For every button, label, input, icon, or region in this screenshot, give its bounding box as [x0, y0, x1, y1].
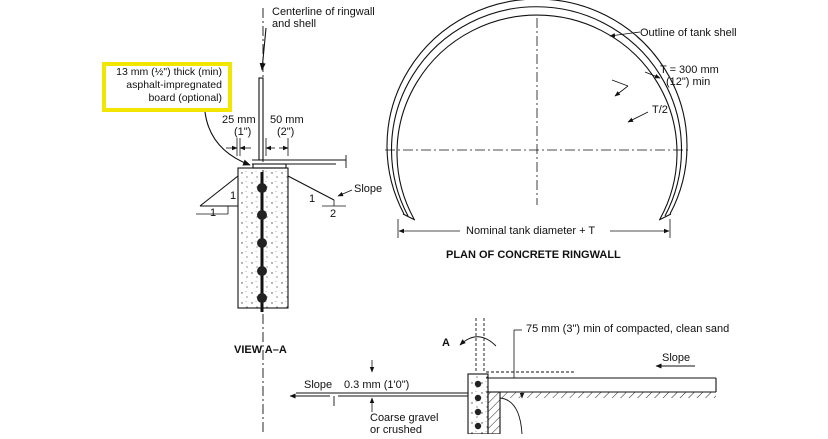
thickness-label-line2: (12") min	[666, 76, 711, 88]
gravel-label-line2: or crushed	[370, 424, 422, 436]
asphalt-board-callout: 13 mm (½") thick (min) asphalt-impregnat…	[102, 62, 232, 112]
rebar-section	[474, 408, 482, 416]
ringwall-plan	[385, 0, 690, 238]
rebar-section	[474, 422, 482, 430]
rebar-section	[257, 266, 267, 276]
slope-label-right: Slope	[662, 352, 691, 364]
callout-line1: 13 mm (½") thick (min)	[116, 66, 222, 78]
centerline-label-line1: Centerline of ringwall	[272, 6, 375, 18]
half-thickness-label: T/2	[652, 104, 668, 116]
right-slope-run: 2	[330, 208, 337, 220]
view-aa-title: VIEW A–A	[234, 344, 287, 356]
dim-right-in: (2")	[277, 126, 295, 138]
section-rebar	[474, 380, 482, 430]
left-slope-run: 1	[210, 207, 217, 219]
callout-line2: asphalt-impregnated	[126, 79, 222, 91]
rebar-section	[474, 380, 482, 388]
outline-of-tank-shell-label: Outline of tank shell	[640, 27, 737, 39]
section-mark-a: A	[442, 337, 450, 349]
gravel-label-line1: Coarse gravel	[370, 412, 439, 424]
rebar-section	[474, 394, 482, 402]
thickness-label-line1: T = 300 mm	[660, 64, 719, 76]
slope-label-left: Slope	[304, 379, 333, 391]
slope-label-view-aa: Slope	[354, 183, 383, 195]
ringwall-section	[289, 318, 717, 435]
dim-right-mm: 50 mm	[270, 114, 304, 126]
depth-label: 0.3 mm (1'0")	[344, 379, 410, 391]
rebar-section	[257, 238, 267, 248]
rebar-section	[257, 210, 267, 220]
left-slope-rise: 1	[230, 190, 237, 202]
dim-left-in: (1")	[234, 126, 252, 138]
rebar-section	[257, 293, 267, 303]
right-slope-rise: 1	[309, 193, 316, 205]
sand-note: 75 mm (3") min of compacted, clean sand	[526, 323, 730, 335]
centerline-label-line2: and shell	[272, 18, 317, 30]
rebar-sections	[257, 183, 267, 303]
diameter-label: Nominal tank diameter + T	[466, 225, 596, 237]
plan-title: PLAN OF CONCRETE RINGWALL	[446, 249, 621, 261]
rebar-section	[257, 183, 267, 193]
callout-line3: board (optional)	[148, 92, 222, 104]
dim-left-mm: 25 mm	[222, 114, 256, 126]
